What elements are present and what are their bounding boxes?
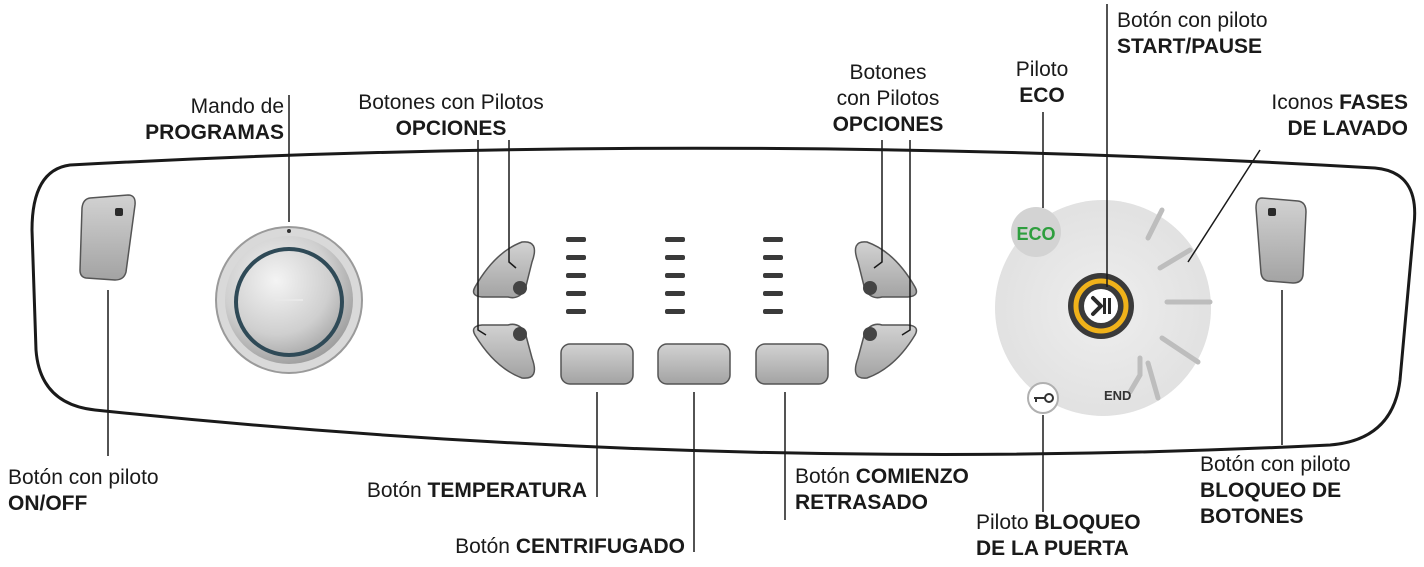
centrifugado-bold: CENTRIFUGADO bbox=[515, 535, 685, 558]
wash-phase-icons bbox=[1127, 207, 1213, 401]
callout-start-pause: Botón con piloto START/PAUSE bbox=[1117, 8, 1268, 60]
callout-programas: Mando de PROGRAMAS bbox=[90, 94, 284, 146]
comienzo-normal: Botón bbox=[795, 465, 856, 488]
callout-eco: Piloto ECO bbox=[996, 57, 1088, 109]
option-button-right-bottom[interactable] bbox=[854, 323, 918, 379]
callout-fases: Iconos FASES DE LAVADO bbox=[1200, 90, 1408, 142]
option-button-left-top[interactable] bbox=[472, 241, 536, 299]
eco-pilot-light: ECO bbox=[1011, 207, 1061, 257]
button-lock-button[interactable] bbox=[1255, 197, 1307, 284]
on-off-pilot-light bbox=[115, 208, 123, 216]
callout-comienzo: Botón COMIENZO RETRASADO bbox=[795, 464, 969, 516]
start-pause-normal: Botón con piloto bbox=[1117, 9, 1268, 32]
option-button-left-bottom[interactable] bbox=[472, 323, 536, 379]
button-lock-pilot-light bbox=[1268, 208, 1276, 216]
callout-temperatura: Botón TEMPERATURA bbox=[290, 478, 587, 504]
temperature-indicator-bars bbox=[566, 237, 586, 314]
play-pause-icon bbox=[1091, 296, 1103, 316]
callout-opciones-left: Botones con Pilotos OPCIONES bbox=[332, 90, 570, 142]
bloqueo-botones-normal: Botón con piloto bbox=[1200, 453, 1351, 476]
start-pause-button[interactable] bbox=[1068, 273, 1134, 339]
callout-on-off: Botón con piloto ON/OFF bbox=[8, 465, 159, 517]
bloqueo-puerta-normal: Piloto bbox=[976, 511, 1035, 534]
bloqueo-botones-bold1: BLOQUEO DE bbox=[1200, 479, 1342, 502]
callout-bloqueo-puerta: Piloto BLOQUEO DE LA PUERTA bbox=[976, 510, 1141, 562]
opciones-right-normal2: con Pilotos bbox=[836, 87, 940, 110]
eco-panel-label: ECO bbox=[1016, 224, 1055, 244]
fases-bold1: FASES bbox=[1339, 91, 1408, 114]
temperatura-bold: TEMPERATURA bbox=[427, 479, 587, 502]
key-icon bbox=[1034, 393, 1054, 403]
door-lock-pilot-light bbox=[1027, 382, 1059, 414]
temperatura-normal: Botón bbox=[366, 479, 428, 502]
temperature-button[interactable] bbox=[560, 343, 634, 385]
on-off-normal: Botón con piloto bbox=[8, 466, 159, 489]
callout-opciones-right: Botones con Pilotos OPCIONES bbox=[798, 60, 978, 138]
comienzo-bold1: COMIENZO bbox=[855, 465, 969, 488]
comienzo-bold2: RETRASADO bbox=[795, 491, 929, 514]
delay-indicator-bars bbox=[763, 237, 783, 314]
program-knob[interactable] bbox=[215, 226, 363, 374]
fases-bold2: DE LAVADO bbox=[1287, 117, 1408, 140]
bloqueo-puerta-bold2: DE LA PUERTA bbox=[976, 537, 1129, 560]
bloqueo-botones-bold2: BOTONES bbox=[1200, 505, 1304, 528]
opciones-right-bold: OPCIONES bbox=[832, 113, 944, 136]
opciones-right-normal1: Botones bbox=[849, 61, 927, 84]
option-button-right-top[interactable] bbox=[854, 241, 918, 299]
eco-callout-bold: ECO bbox=[1019, 84, 1065, 107]
eco-callout-normal: Piloto bbox=[1015, 58, 1069, 81]
bloqueo-puerta-bold1: BLOQUEO bbox=[1034, 511, 1141, 534]
spin-indicator-bars bbox=[665, 237, 685, 314]
callout-bloqueo-botones: Botón con piloto BLOQUEO DE BOTONES bbox=[1200, 452, 1351, 530]
callout-centrifugado: Botón CENTRIFUGADO bbox=[380, 534, 685, 560]
end-panel-label: END bbox=[1104, 388, 1131, 403]
on-off-bold: ON/OFF bbox=[8, 492, 88, 515]
opciones-left-bold: OPCIONES bbox=[395, 117, 507, 140]
on-off-button[interactable] bbox=[79, 194, 136, 281]
spin-button[interactable] bbox=[657, 343, 731, 385]
start-pause-bold: START/PAUSE bbox=[1117, 35, 1263, 58]
centrifugado-normal: Botón bbox=[455, 535, 516, 558]
delay-start-button[interactable] bbox=[755, 343, 829, 385]
callout-leader-lines bbox=[107, 4, 1283, 552]
fases-normal: Iconos bbox=[1271, 91, 1340, 114]
programas-normal: Mando de bbox=[190, 95, 284, 118]
opciones-left-normal: Botones con Pilotos bbox=[358, 91, 544, 114]
programas-bold: PROGRAMAS bbox=[145, 121, 284, 144]
